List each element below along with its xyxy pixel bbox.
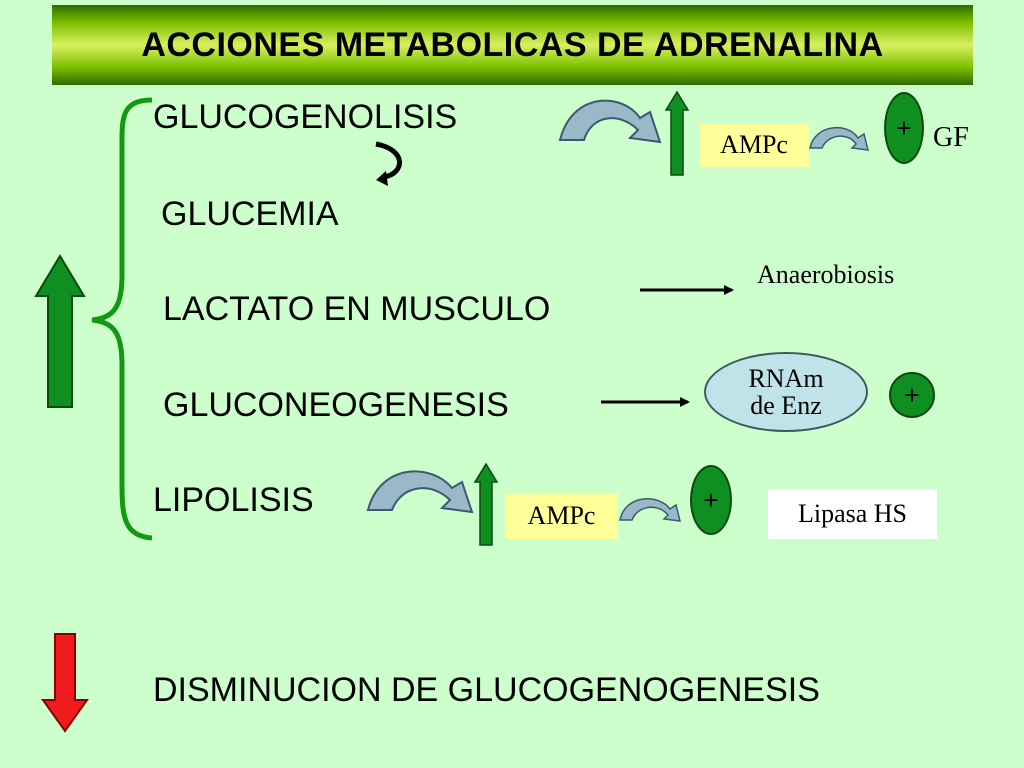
item-gluconeogenesis: GLUCONEOGENESIS [163,386,509,424]
plus-circle-top: + [884,92,924,164]
rnam-line1: RNAm [748,363,824,393]
curly-bracket [91,97,153,541]
curved-black-arrow-icon [375,141,402,180]
ampc-label-bottom: AMPc [527,501,596,530]
item-glucemia: GLUCEMIA [161,195,339,233]
up-arrow-small-top-icon [664,90,690,176]
item-glucogenolisis: GLUCOGENOLISIS [153,98,458,136]
curved-arrow-small-top-icon [809,126,869,151]
plus-sign-bottom: + [703,484,719,515]
ampc-box-bottom: AMPc [505,493,618,539]
rnam-ellipse: RNAm de Enz [704,352,868,432]
up-arrow-small-bottom-icon [473,462,499,546]
rnam-line2: de Enz [750,391,822,420]
curved-black-arrowhead-icon [376,171,388,186]
gf-label: GF [933,122,969,153]
up-arrow-icon [34,254,86,408]
lipasa-label: Lipasa HS [797,499,908,528]
plus-circle-middle: + [889,372,935,418]
title-banner: ACCIONES METABOLICAS DE ADRENALINA [52,5,973,85]
lipasa-box: Lipasa HS [768,489,937,539]
item-lactato: LACTATO EN MUSCULO [163,290,551,328]
down-arrow-icon [41,633,89,733]
item-disminucion: DISMINUCION DE GLUCOGENOGENESIS [153,671,820,709]
page-title: ACCIONES METABOLICAS DE ADRENALINA [141,25,884,64]
curved-arrow-small-bottom-icon [619,498,681,522]
anaerobiosis-label: Anaerobiosis [757,260,895,289]
curved-arrow-top-icon [558,99,662,144]
plus-sign-middle: + [904,379,920,410]
ampc-box-top: AMPc [699,123,809,167]
curved-arrow-bottom-icon [366,470,474,514]
plus-sign-top: + [896,112,912,143]
item-lipolisis: LIPOLISIS [153,481,314,519]
ampc-label-top: AMPc [720,130,788,159]
plus-circle-bottom: + [690,465,732,535]
